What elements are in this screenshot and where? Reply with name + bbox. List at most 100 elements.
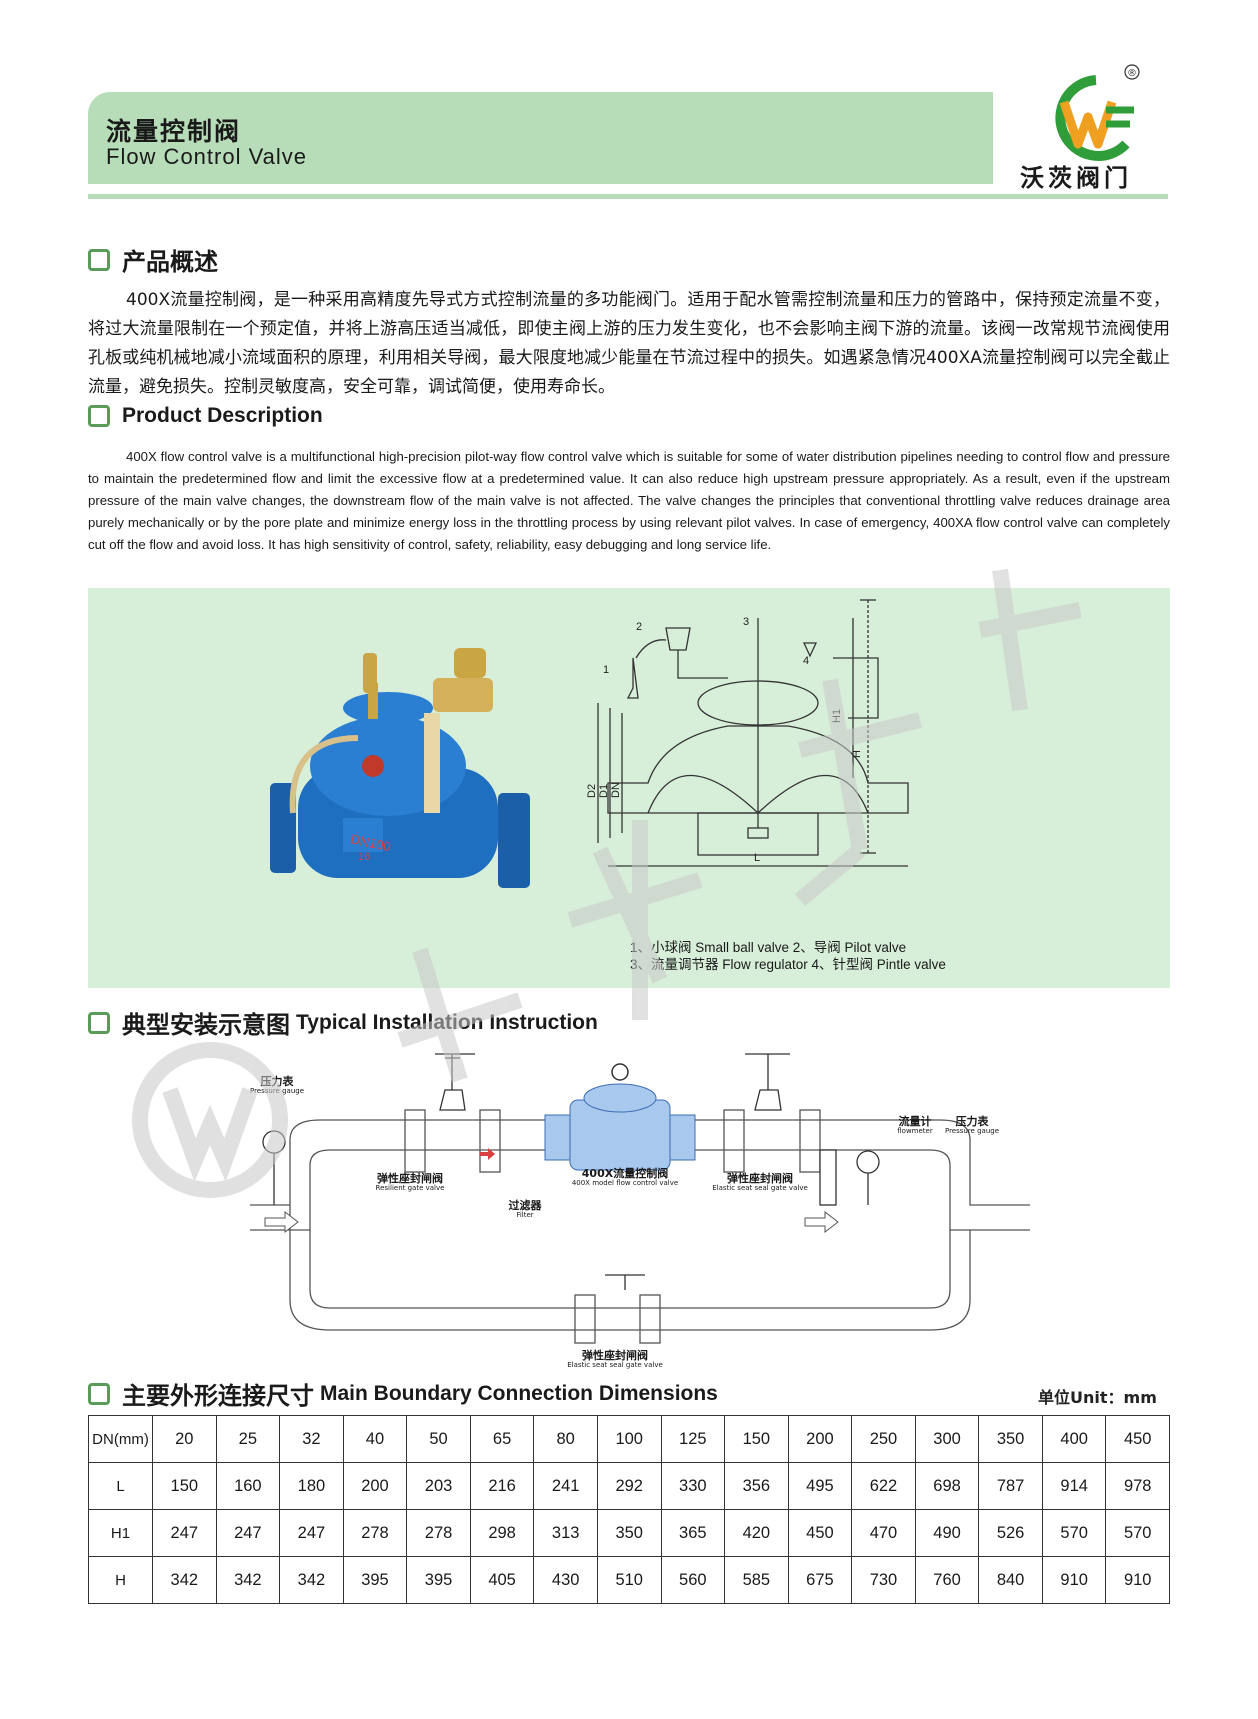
table-cell: 395 (342, 1556, 408, 1604)
table-cell: 300 (914, 1415, 980, 1463)
dim-d1: D1 (598, 784, 610, 798)
table-cell: 200 (342, 1462, 408, 1510)
table-cell: 342 (279, 1556, 344, 1604)
unit-label: 单位Unit：mm (1038, 1388, 1157, 1407)
dim-d2: D2 (586, 784, 598, 798)
table-cell: 570 (1041, 1509, 1107, 1557)
table-cell: 787 (978, 1462, 1043, 1510)
row-header: H1 (88, 1509, 153, 1557)
section-dimensions: 主要外形连接尺寸 Main Boundary Connection Dimens… (88, 1376, 718, 1411)
table-cell: 342 (152, 1556, 217, 1604)
table-cell: 526 (978, 1509, 1043, 1557)
dim-dn: DN (610, 782, 622, 798)
table-cell: 125 (660, 1415, 726, 1463)
installation-heading-cn: 典型安装示意图 (122, 1011, 290, 1039)
row-header: H (88, 1556, 153, 1604)
figure-legend-line-2: 3、流量调节器 Flow regulator 4、针型阀 Pintle valv… (630, 957, 946, 972)
table-cell: 365 (660, 1509, 726, 1557)
table-cell: 450 (787, 1509, 853, 1557)
dimensions-heading-cn: 主要外形连接尺寸 (122, 1382, 314, 1410)
row-header: DN(mm) (88, 1415, 153, 1463)
page-title-cn: 流量控制阀 (106, 117, 242, 146)
label-flowmeter: 流量计 flowmeter (897, 1115, 933, 1135)
piping-diagram (250, 1053, 1030, 1344)
table-cell: 450 (1105, 1415, 1170, 1463)
table-cell: 914 (1041, 1462, 1107, 1510)
section-drawing (597, 599, 909, 867)
table-cell: 675 (787, 1556, 853, 1604)
table-cell: 470 (851, 1509, 916, 1557)
table-cell: 622 (851, 1462, 916, 1510)
section-box-icon (88, 248, 110, 271)
header-band: 流量控制阀 Flow Control Valve (88, 92, 993, 184)
table-cell: 495 (787, 1462, 853, 1510)
label-resilient-gate-valve: 弹性座封闸阀 Resilient gate valve (375, 1172, 445, 1192)
table-cell: 278 (406, 1509, 471, 1557)
label-filter: 过滤器 Filter (508, 1199, 542, 1219)
label-flow-control-valve: 400X流量控制阀 400X model flow control valve (571, 1167, 679, 1187)
dim-h1: H1 (831, 709, 843, 723)
table-cell: 150 (724, 1415, 789, 1463)
table-cell: 200 (787, 1415, 853, 1463)
label-elastic-gate-valve-right: 弹性座封闸阀 Elastic seat seal gate valve (712, 1172, 808, 1192)
overview-heading-cn: 产品概述 (122, 248, 218, 276)
table-cell: 350 (978, 1415, 1043, 1463)
drawing-labels: 1 2 3 4 H1 H D2 D1 DN L (586, 616, 863, 864)
section-box-icon (88, 1382, 110, 1405)
valve-photo: DN100 16 (270, 648, 530, 888)
callout-2: 2 (636, 621, 642, 633)
table-cell: 25 (215, 1415, 281, 1463)
table-cell: 910 (1041, 1556, 1107, 1604)
table-cell: 400 (1041, 1415, 1107, 1463)
table-cell: 730 (851, 1556, 916, 1604)
table-cell: 395 (406, 1556, 471, 1604)
row-header: L (88, 1462, 153, 1510)
table-cell: 203 (406, 1462, 471, 1510)
overview-body-cn: 400X流量控制阀，是一种采用高精度先导式方式控制流量的多功能阀门。适用于配水管… (88, 290, 1170, 397)
table-cell: 560 (660, 1556, 726, 1604)
table-cell: 760 (914, 1556, 980, 1604)
table-cell: 350 (596, 1509, 662, 1557)
section-box-icon (88, 405, 110, 427)
callout-4: 4 (803, 655, 809, 667)
table-cell: 910 (1105, 1556, 1170, 1604)
table-cell: 698 (914, 1462, 980, 1510)
table-cell: 241 (533, 1462, 598, 1510)
table-cell: 570 (1105, 1509, 1170, 1557)
table-cell: 490 (914, 1509, 980, 1557)
overview-heading-en: Product Description (122, 404, 323, 427)
table-cell: 430 (533, 1556, 598, 1604)
section-overview-cn: 产品概述 (88, 242, 218, 277)
table-cell: 247 (215, 1509, 281, 1557)
section-installation: 典型安装示意图 Typical Installation Instruction (88, 1005, 598, 1040)
dim-l: L (754, 852, 760, 864)
table-cell: 247 (279, 1509, 344, 1557)
table-cell: 100 (596, 1415, 662, 1463)
table-cell: 298 (469, 1509, 535, 1557)
brand-name: 沃茨阀门 (1020, 164, 1132, 192)
callout-1: 1 (603, 664, 609, 676)
table-cell: 342 (215, 1556, 281, 1604)
table-cell: 65 (469, 1415, 535, 1463)
installation-diagram: 压力表 Pressure gauge 弹性座封闸阀 Resilient gate… (250, 1040, 1030, 1380)
installation-heading-en: Typical Installation Instruction (296, 1010, 598, 1034)
table-cell: 250 (851, 1415, 916, 1463)
dimensions-heading-en: Main Boundary Connection Dimensions (320, 1381, 718, 1405)
table-cell: 20 (152, 1415, 217, 1463)
callout-3: 3 (743, 616, 749, 628)
table-cell: 292 (596, 1462, 662, 1510)
brand-logo-icon: ® (1055, 64, 1140, 161)
table-cell: 180 (279, 1462, 344, 1510)
section-box-icon (88, 1011, 110, 1034)
table-cell: 356 (724, 1462, 789, 1510)
label-pressure-gauge-left: 压力表 Pressure gauge (249, 1075, 305, 1095)
table-cell: 50 (406, 1415, 471, 1463)
table-cell: 978 (1105, 1462, 1170, 1510)
overview-body-en: 400X flow control valve is a multifuncti… (88, 449, 1170, 552)
table-cell: 160 (215, 1462, 281, 1510)
header-rule (88, 194, 1168, 199)
table-cell: 420 (724, 1509, 789, 1557)
